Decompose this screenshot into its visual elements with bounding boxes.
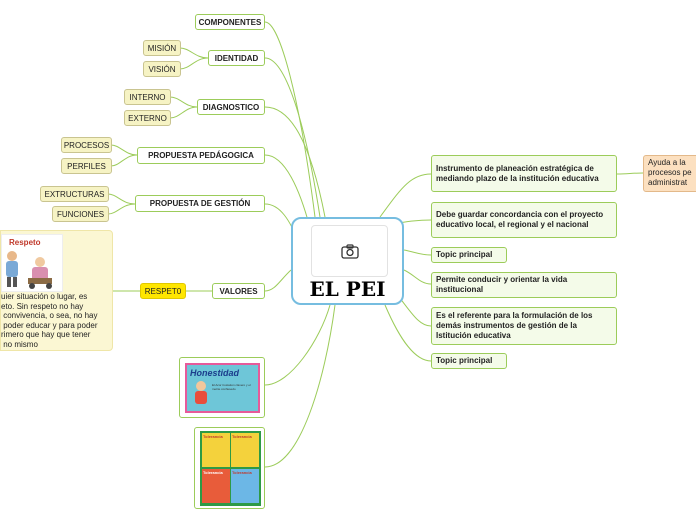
respeto-card-text: uier situación o lugar, es eto. Sin resp… <box>1 292 98 349</box>
right-topic-3[interactable]: Topic principal <box>431 247 507 263</box>
central-title: EL PEI <box>309 277 386 301</box>
respeto-leaf[interactable]: RESPET0 <box>140 283 186 299</box>
tolerancia-label-2: Tolerancia <box>232 434 252 439</box>
respeto-card-title: Respeto <box>9 238 41 247</box>
valores-node[interactable]: VALORES <box>212 283 265 299</box>
far-right-note[interactable]: Ayuda a la procesos pe administrat <box>643 155 696 192</box>
elderly-couple-illustration <box>6 251 52 289</box>
right-topic-2[interactable]: Debe guardar concordancia con el proyect… <box>431 202 617 238</box>
honestidad-poster: Honestidad El Acor trustation clavero y … <box>185 363 260 413</box>
honestidad-title: Honestidad <box>190 368 240 378</box>
tolerancia-panel-1: Tolerancia <box>202 433 230 467</box>
componentes-node[interactable]: COMPONENTES <box>195 14 265 30</box>
procesos-leaf[interactable]: PROCESOS <box>61 137 112 153</box>
vision-leaf[interactable]: VISIÓN <box>143 61 181 77</box>
tolerancia-label-1: Tolerancia <box>203 434 223 439</box>
respeto-illustration: Respeto <box>1 234 63 292</box>
tolerancia-panel-2: Tolerancia <box>231 433 259 467</box>
camera-icon <box>340 243 359 259</box>
diagnostico-node[interactable]: DIAGNOSTICO <box>197 99 265 115</box>
tolerancia-label-3: Tolerancia <box>203 470 223 475</box>
right-topic-6[interactable]: Topic principal <box>431 353 507 369</box>
externo-leaf[interactable]: EXTERNO <box>124 110 171 126</box>
tolerancia-panel-4: Tolerancia <box>231 469 259 503</box>
propuesta-gestion-node[interactable]: PROPUESTA DE GESTIÓN <box>135 195 265 212</box>
tolerancia-image-node[interactable]: Tolerancia Tolerancia Tolerancia Toleran… <box>194 427 265 509</box>
respeto-card[interactable]: Respeto uier situación o lugar, es eto. … <box>0 230 113 351</box>
identidad-node[interactable]: IDENTIDAD <box>208 50 265 66</box>
right-topic-1[interactable]: Instrumento de planeación estratégica de… <box>431 155 617 192</box>
child-figure-icon <box>195 381 207 404</box>
tolerancia-panel-3: Tolerancia <box>202 469 230 503</box>
right-topic-4[interactable]: Permite conducir y orientar la vida inst… <box>431 272 617 298</box>
extructuras-leaf[interactable]: EXTRUCTURAS <box>40 186 109 202</box>
propuesta-pedagogica-node[interactable]: PROPUESTA PEDÁGOGICA <box>137 147 265 164</box>
honestidad-caption: El Acor trustation clavero y el metrie c… <box>212 383 251 391</box>
central-topic[interactable]: EL PEI <box>291 217 404 305</box>
tolerancia-poster: Tolerancia Tolerancia Tolerancia Toleran… <box>200 431 261 506</box>
central-image-placeholder <box>311 225 388 277</box>
honestidad-image-node[interactable]: Honestidad El Acor trustation clavero y … <box>179 357 265 418</box>
interno-leaf[interactable]: INTERNO <box>124 89 171 105</box>
funciones-leaf[interactable]: FUNCIONES <box>52 206 109 222</box>
tolerancia-label-4: Tolerancia <box>232 470 252 475</box>
mision-leaf[interactable]: MISIÓN <box>143 40 181 56</box>
perfiles-leaf[interactable]: PERFILES <box>61 158 112 174</box>
right-topic-5[interactable]: Es el referente para la formulación de l… <box>431 307 617 345</box>
